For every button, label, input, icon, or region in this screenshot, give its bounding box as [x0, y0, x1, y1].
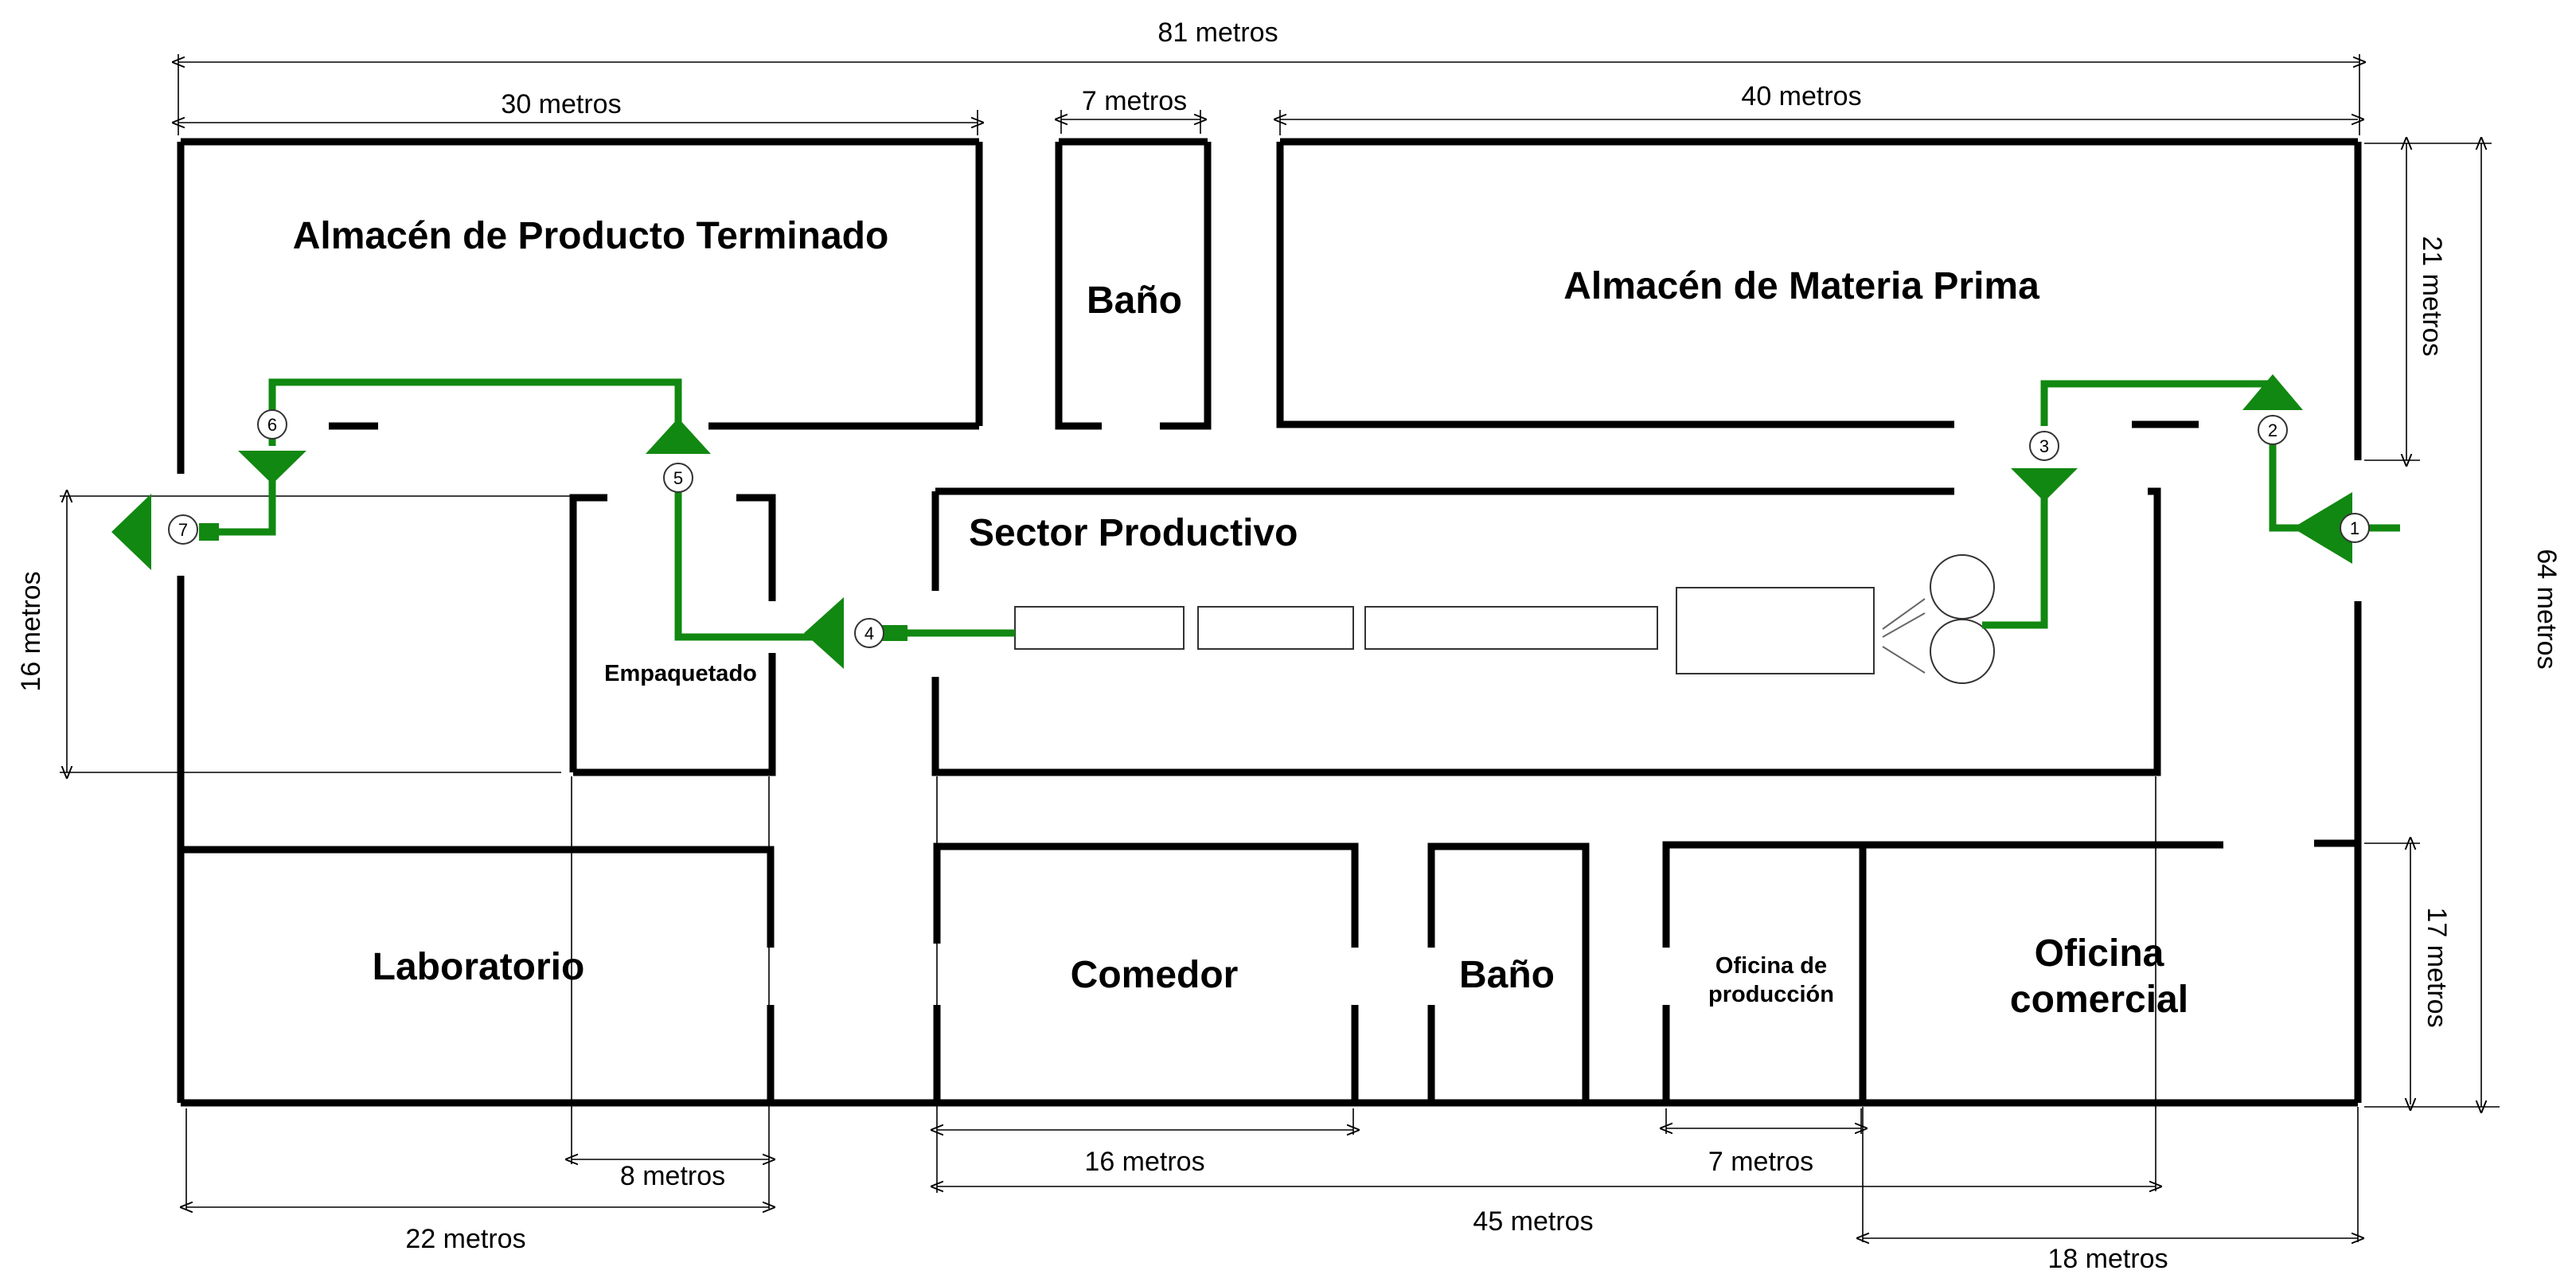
room-oficina-comercial-line2: comercial: [2010, 979, 2188, 1021]
walls: [177, 138, 2362, 1107]
room-almacen-terminado: Almacén de Producto Terminado: [293, 215, 889, 257]
svg-text:4: 4: [865, 623, 874, 643]
step-marker-1: 1: [2340, 513, 2370, 543]
room-empaquetado: Empaquetado: [604, 661, 757, 686]
dim-empaquetado-width: 8 metros: [620, 1161, 725, 1191]
dim-comedor-width: 16 metros: [1084, 1147, 1204, 1177]
machine-4: [1676, 587, 1875, 674]
machine-1: [1014, 606, 1185, 650]
flow-arrow-4: [804, 597, 844, 669]
room-bano-bottom: Baño: [1459, 954, 1555, 996]
dim-laboratorio-width: 22 metros: [405, 1224, 525, 1254]
svg-text:1: 1: [2350, 518, 2359, 538]
dim-total-depth: 64 metros: [2531, 549, 2562, 669]
svg-text:6: 6: [267, 415, 277, 435]
dim-total-width: 81 metros: [1157, 18, 1278, 48]
production-line: [1014, 554, 1995, 684]
step-marker-7: 7: [168, 514, 198, 545]
room-labels: Almacén de Producto Terminado Baño Almac…: [293, 215, 2188, 1021]
machine-3: [1364, 606, 1658, 650]
dimension-lines: [60, 54, 2500, 1242]
dim-almacen-terminado-width: 30 metros: [501, 89, 621, 119]
step-marker-6: 6: [257, 409, 287, 440]
svg-text:7: 7: [178, 520, 188, 540]
roller-top: [1930, 554, 1995, 620]
step-marker-5: 5: [663, 463, 693, 493]
room-sector-productivo: Sector Productivo: [969, 512, 1298, 554]
room-oficina-produccion-line1: Oficina de: [1715, 953, 1827, 979]
dim-almacen-materia-depth: 21 metros: [2417, 236, 2447, 356]
dim-oficinas-depth: 17 metros: [2422, 907, 2452, 1027]
svg-text:2: 2: [2268, 420, 2277, 440]
room-laboratorio: Laboratorio: [373, 946, 585, 988]
roller-bottom: [1930, 619, 1995, 684]
dim-sector-width: 45 metros: [1473, 1206, 1593, 1237]
dim-bano-width: 7 metros: [1082, 86, 1187, 116]
dimension-labels: 81 metros 30 metros 7 metros 40 metros 2…: [16, 18, 2562, 1274]
feed-lines: [1882, 598, 1926, 674]
flow-arrow-2: [2242, 374, 2303, 410]
step-marker-2: 2: [2258, 415, 2288, 445]
step-marker-3: 3: [2029, 431, 2059, 461]
room-almacen-materia: Almacén de Materia Prima: [1563, 265, 2039, 307]
flow-arrow-5: [646, 418, 711, 454]
room-oficina-comercial-line1: Oficina: [2035, 932, 2164, 975]
svg-text:5: 5: [673, 468, 683, 488]
step-marker-4: 4: [854, 618, 884, 648]
dim-almacen-materia-width: 40 metros: [1741, 81, 1861, 111]
flow-arrow-7: [111, 494, 151, 570]
flow-step-markers: 1 2 3 4 5 6 7: [168, 409, 2370, 648]
room-oficina-produccion-line2: producción: [1708, 982, 1834, 1007]
room-comedor: Comedor: [1071, 954, 1239, 996]
flow-arrow-6: [238, 451, 306, 484]
dim-left-depth: 16 metros: [16, 571, 46, 691]
room-bano-top: Baño: [1087, 279, 1182, 322]
machine-2: [1197, 606, 1354, 650]
svg-text:3: 3: [2039, 436, 2049, 456]
dim-oficina-comercial-width: 18 metros: [2047, 1244, 2168, 1274]
dim-oficina-produccion-width: 7 metros: [1708, 1147, 1813, 1177]
